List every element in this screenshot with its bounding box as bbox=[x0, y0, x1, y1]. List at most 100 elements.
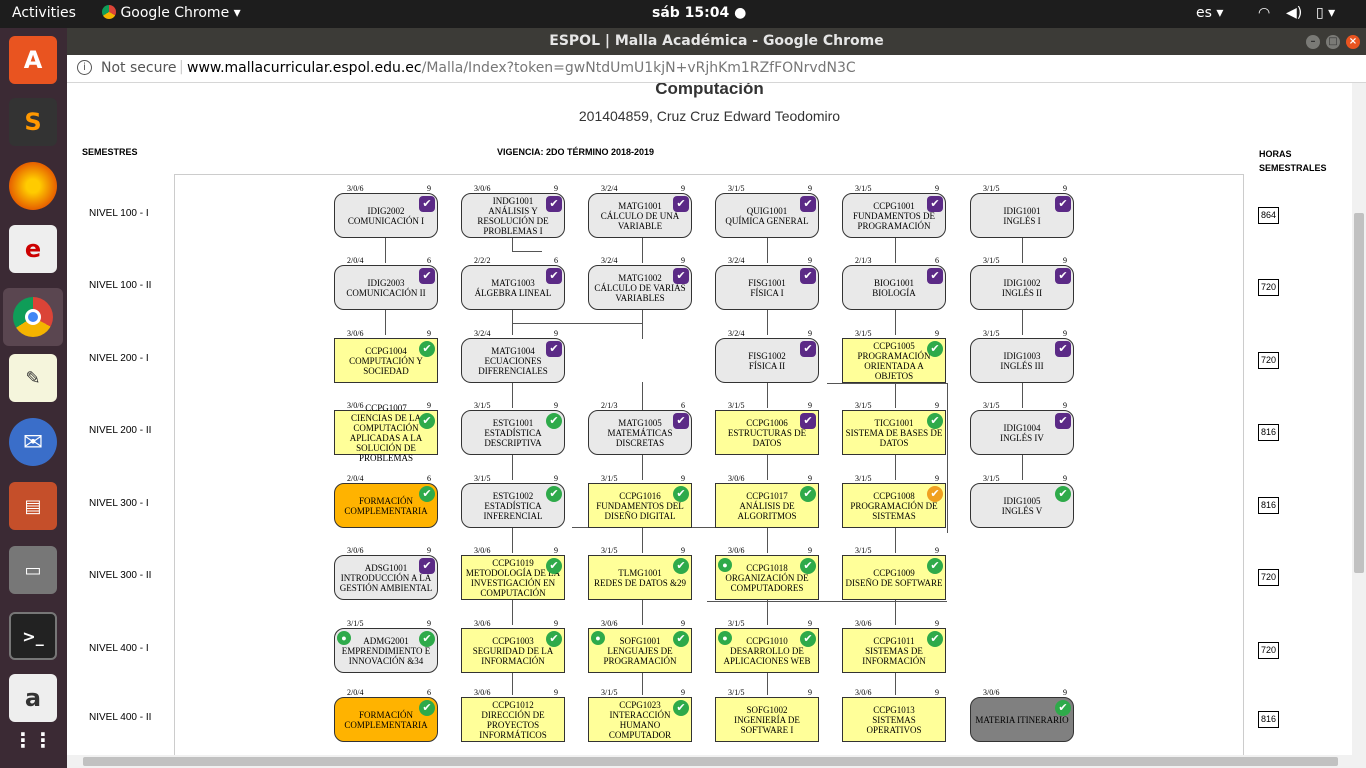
software-center-icon[interactable]: A bbox=[9, 36, 57, 84]
course-hours: 9 bbox=[1063, 401, 1067, 410]
chrome-launcher-icon[interactable] bbox=[3, 288, 63, 346]
amazon-icon[interactable]: a bbox=[9, 674, 57, 722]
horizontal-scroll-thumb[interactable] bbox=[83, 757, 1338, 766]
evince-icon[interactable]: e bbox=[9, 225, 57, 273]
maximize-icon[interactable]: □ bbox=[1326, 35, 1340, 49]
battery-icon[interactable]: ▯ ▾ bbox=[1316, 5, 1336, 21]
terminal-icon[interactable]: >_ bbox=[9, 612, 57, 660]
url-text[interactable]: www.mallacurricular.espol.edu.ec/Malla/I… bbox=[187, 60, 856, 76]
user-icon: ● bbox=[718, 558, 732, 572]
impress-icon[interactable]: ▤ bbox=[9, 482, 57, 530]
check-icon: ✔ bbox=[1055, 486, 1071, 502]
course-hours: 9 bbox=[681, 546, 685, 555]
course-code: ESTG1002 bbox=[492, 490, 534, 501]
course-credits: 2/0/4 bbox=[347, 474, 364, 483]
course-name: ESTADÍSTICA INFERENCIAL bbox=[483, 500, 543, 521]
address-bar[interactable]: i Not secure | www.mallacurricular.espol… bbox=[67, 55, 1366, 83]
vigencia-header: VIGENCIA: 2DO TÉRMINO 2018-2019 bbox=[497, 147, 655, 157]
close-icon[interactable]: × bbox=[1346, 35, 1360, 49]
firefox-icon[interactable] bbox=[9, 162, 57, 210]
semester-hours: 816 bbox=[1258, 711, 1279, 728]
course-name: INGLÉS II bbox=[1001, 287, 1043, 298]
course-code: IDIG2002 bbox=[367, 205, 405, 216]
minimize-icon[interactable]: – bbox=[1306, 35, 1320, 49]
info-icon[interactable]: i bbox=[77, 60, 92, 75]
activities-button[interactable]: Activities bbox=[12, 5, 76, 21]
prerequisite-line bbox=[512, 309, 513, 335]
check-icon: ✔ bbox=[1055, 268, 1071, 284]
vertical-scrollbar[interactable] bbox=[1352, 83, 1366, 755]
course-code: CCPG1016 bbox=[619, 490, 661, 501]
course-hours: 9 bbox=[1063, 256, 1067, 265]
app-menu[interactable]: Google Chrome ▾ bbox=[102, 5, 241, 21]
check-icon: ✔ bbox=[927, 486, 943, 502]
course-code: CCPG1023 bbox=[619, 699, 661, 710]
check-icon: ✔ bbox=[927, 341, 943, 357]
horizontal-scrollbar[interactable] bbox=[67, 755, 1366, 768]
show-apps-icon[interactable]: ⋮⋮ bbox=[13, 728, 53, 752]
clock[interactable]: sáb 15:04 ● bbox=[652, 5, 747, 21]
text-editor-icon[interactable]: ✎ bbox=[9, 354, 57, 402]
course-credits: 3/1/5 bbox=[728, 184, 745, 193]
vertical-scroll-thumb[interactable] bbox=[1354, 213, 1364, 573]
sublime-text-icon[interactable]: S bbox=[9, 98, 57, 146]
check-icon: ✔ bbox=[1055, 413, 1071, 429]
thunderbird-icon[interactable]: ✉ bbox=[9, 418, 57, 466]
course-hours: 9 bbox=[554, 184, 558, 193]
files-icon[interactable]: ▭ bbox=[9, 546, 57, 594]
check-icon: ✔ bbox=[546, 341, 562, 357]
course-credits: 3/1/5 bbox=[728, 401, 745, 410]
wifi-icon[interactable]: ◠ bbox=[1258, 5, 1271, 21]
volume-icon[interactable]: ◀) bbox=[1286, 5, 1303, 21]
language-indicator[interactable]: es ▾ bbox=[1196, 5, 1224, 21]
course-credits: 3/1/5 bbox=[983, 184, 1000, 193]
not-secure-label[interactable]: Not secure bbox=[101, 60, 177, 76]
prerequisite-line bbox=[767, 669, 768, 695]
